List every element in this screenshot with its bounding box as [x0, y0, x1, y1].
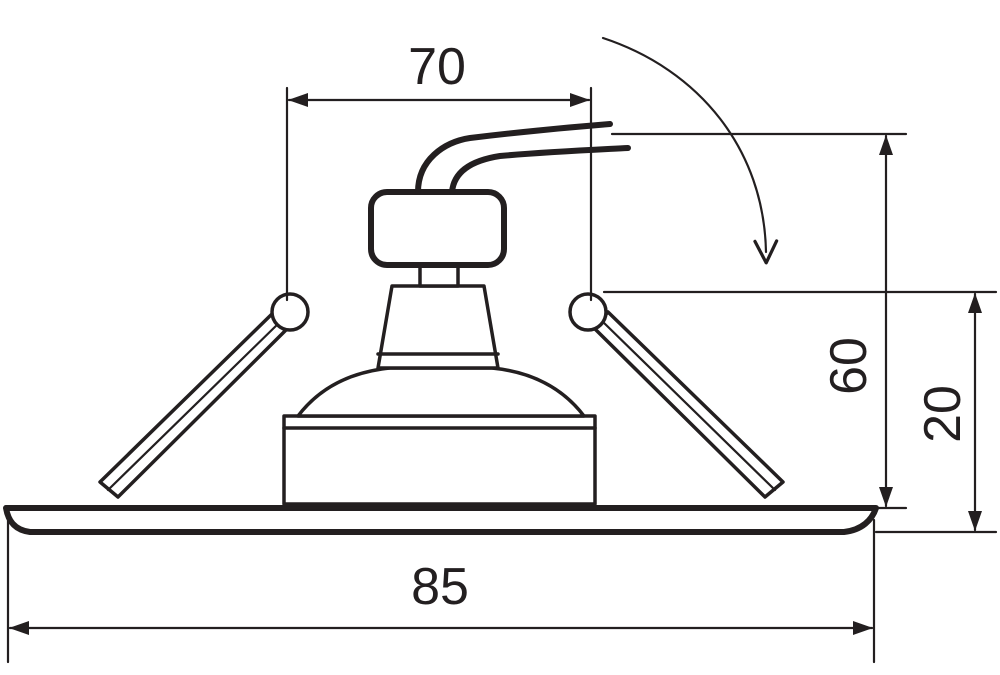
total-height-label: 60: [820, 337, 878, 395]
bottom-width-label: 85: [411, 558, 469, 616]
dimension-lower-height: 20: [602, 290, 998, 534]
base-flange: [3, 505, 879, 535]
dimension-bottom-width: 85: [6, 518, 876, 664]
dimension-top-width: 70: [285, 38, 593, 302]
left-spring-clip: [98, 292, 310, 499]
lower-height-label: 20: [914, 385, 972, 443]
right-spring-clip: [568, 292, 785, 499]
lamp-body: [282, 121, 631, 506]
curved-arrow-icon: [601, 36, 779, 265]
dimension-total-height: 60: [610, 132, 908, 510]
top-width-label: 70: [408, 38, 466, 96]
